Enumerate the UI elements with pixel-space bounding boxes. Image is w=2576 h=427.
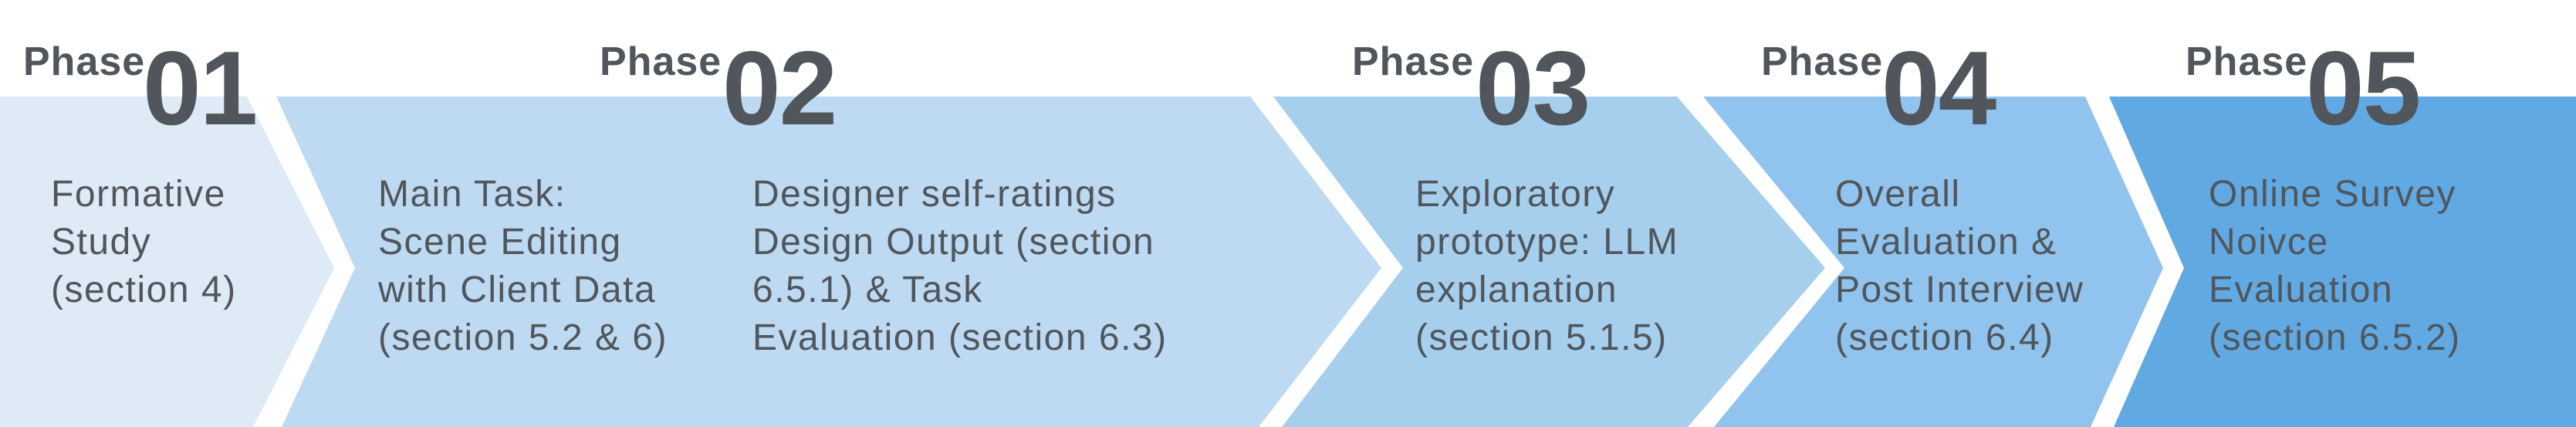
text-line: prototype: LLM [1415,222,1679,263]
phase-2-text-self-ratings: Designer self-ratings Design Output (sec… [752,171,1168,362]
phase-5-text: Online Survey Noivce Evaluation (section… [2209,171,2461,362]
phase-4-label: Phase [1761,39,1884,84]
text-line: Design Output (section [752,222,1155,263]
text-line: Evaluation & [1835,222,2057,263]
text-line: Study [51,222,152,263]
text-line: Noivce [2209,222,2329,263]
text-line: Overall [1835,174,1961,215]
phase-2-text-main-task: Main Task: Scene Editing with Client Dat… [378,171,668,362]
phase-5-label: Phase [2186,39,2308,84]
text-line: Scene Editing [378,222,622,263]
text-line: Designer self-ratings [752,174,1117,215]
text-line: Formative [51,174,226,215]
phase-1-label: Phase [23,39,146,84]
text-line: (section 6.4) [1835,317,2054,358]
phase-2-label: Phase [600,39,722,84]
phase-3-label: Phase [1352,39,1475,84]
text-line: (section 4) [51,269,237,310]
text-line: Exploratory [1415,174,1616,215]
text-line: Online Survey [2209,174,2456,215]
text-line: (section 6.5.2) [2209,317,2461,358]
phase-1-number: 01 [143,29,258,147]
text-line: explanation [1415,269,1618,310]
phase-4-number: 04 [1881,29,1996,147]
text-line: (section 5.2 & 6) [378,317,668,358]
phase-3-number: 03 [1476,29,1591,147]
phase-4-text: Overall Evaluation & Post Interview (sec… [1835,171,2084,362]
text-line: Main Task: [378,174,566,215]
text-line: (section 5.1.5) [1415,317,1668,358]
text-line: Evaluation [2209,269,2394,310]
phase-2-number: 02 [722,29,837,147]
text-line: with Client Data [378,269,657,310]
phase-5-number: 05 [2306,29,2421,147]
phase-3-text: Exploratory prototype: LLM explanation (… [1415,171,1678,362]
text-line: 6.5.1) & Task [752,269,983,310]
text-line: Evaluation (section 6.3) [752,317,1168,358]
phase-1-text: Formative Study (section 4) [51,171,237,314]
text-line: Post Interview [1835,269,2084,310]
